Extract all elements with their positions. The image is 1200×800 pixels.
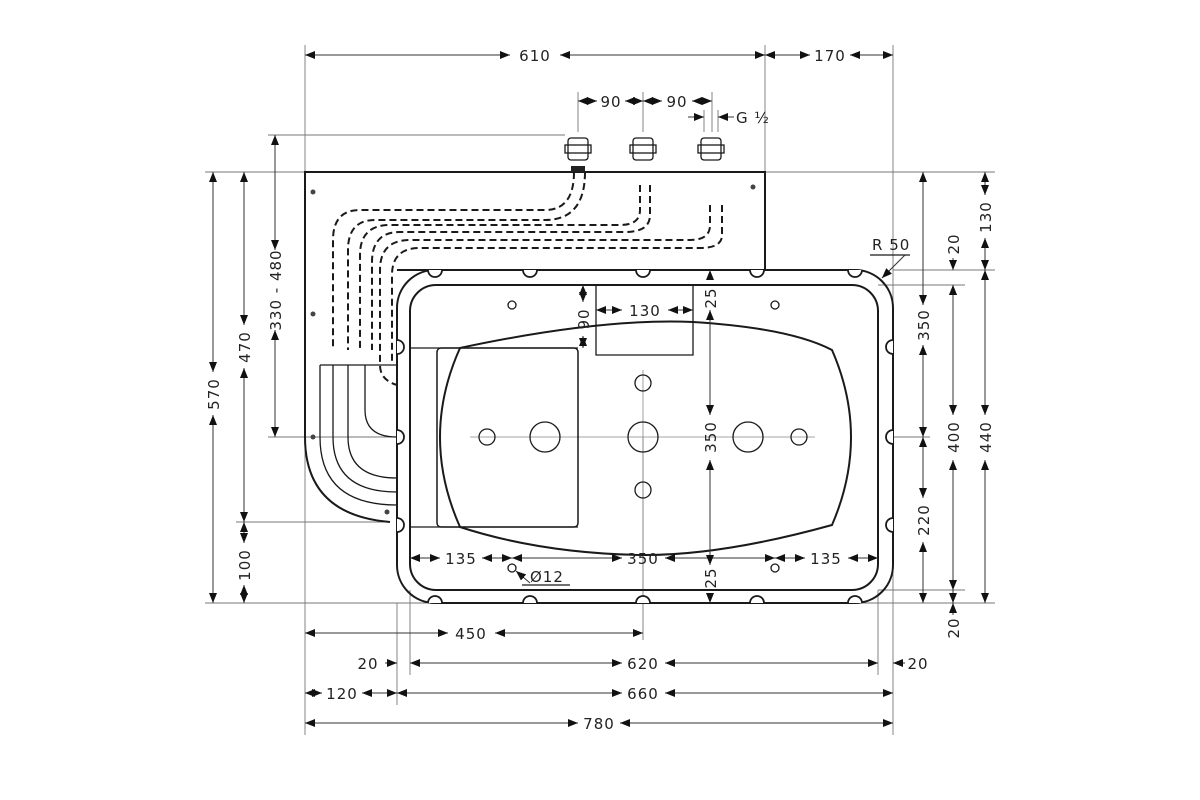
- dim-20-top-right: 20: [945, 233, 963, 254]
- seat-top-left: [410, 285, 694, 356]
- dim-780: 780: [583, 715, 615, 733]
- dim-25-bottom: 25: [702, 567, 720, 588]
- rim-notches: [396, 269, 894, 604]
- inlet-fittings: [564, 137, 725, 172]
- dim-diameter-12: Ø12: [530, 568, 564, 586]
- horizontal-dimensions: 610 170 90 90 G ½ 130 135 350 135 Ø12 45…: [305, 47, 928, 733]
- dim-450: 450: [455, 625, 487, 643]
- dim-350-center: 350: [702, 421, 720, 453]
- dim-130-right: 130: [977, 201, 995, 233]
- inlet-fitting-icon: [697, 137, 725, 161]
- dim-330-480: 330 - 480: [267, 249, 285, 330]
- dim-440: 440: [977, 421, 995, 453]
- dim-90-a: 90: [600, 93, 621, 111]
- hidden-pipes: [332, 171, 723, 386]
- dim-135-right: 135: [810, 550, 842, 568]
- inlet-fitting-icon: [564, 137, 592, 172]
- dim-220: 220: [915, 504, 933, 536]
- dim-400: 400: [945, 421, 963, 453]
- pipes: [319, 364, 398, 506]
- dim-170: 170: [814, 47, 846, 65]
- back-plate-outline: [304, 171, 766, 523]
- dim-90-seat: 90: [575, 308, 593, 329]
- vertical-dimensions: 570 470 100 330 - 480 130 20 350 400 440…: [205, 135, 995, 639]
- dim-20-right: 20: [907, 655, 928, 673]
- tub-inner-rim: [409, 284, 879, 591]
- dim-660: 660: [627, 685, 659, 703]
- dim-thread-g-half: G ½: [736, 109, 770, 127]
- dim-25-top: 25: [702, 287, 720, 308]
- tub-holes: [478, 300, 808, 573]
- inlet-fitting-icon: [629, 137, 657, 161]
- dim-100: 100: [236, 549, 254, 581]
- dim-130-center: 130: [629, 302, 661, 320]
- extension-lines: [205, 45, 995, 735]
- dim-90-b: 90: [666, 93, 687, 111]
- dim-135-left: 135: [445, 550, 477, 568]
- dim-20-left: 20: [357, 655, 378, 673]
- dim-610: 610: [519, 47, 551, 65]
- dim-radius-r50: R 50: [872, 236, 910, 254]
- dim-620: 620: [627, 655, 659, 673]
- seat-block-left: [436, 347, 579, 528]
- tub-basin: [439, 320, 852, 557]
- dim-350-bottom: 350: [627, 550, 659, 568]
- radius-leader: [881, 254, 906, 279]
- dim-20-bottom-right: 20: [945, 617, 963, 638]
- dim-570: 570: [205, 378, 223, 410]
- dim-350-right: 350: [915, 309, 933, 341]
- mounting-holes: [310, 184, 756, 515]
- dim-470: 470: [236, 331, 254, 363]
- dim-120: 120: [326, 685, 358, 703]
